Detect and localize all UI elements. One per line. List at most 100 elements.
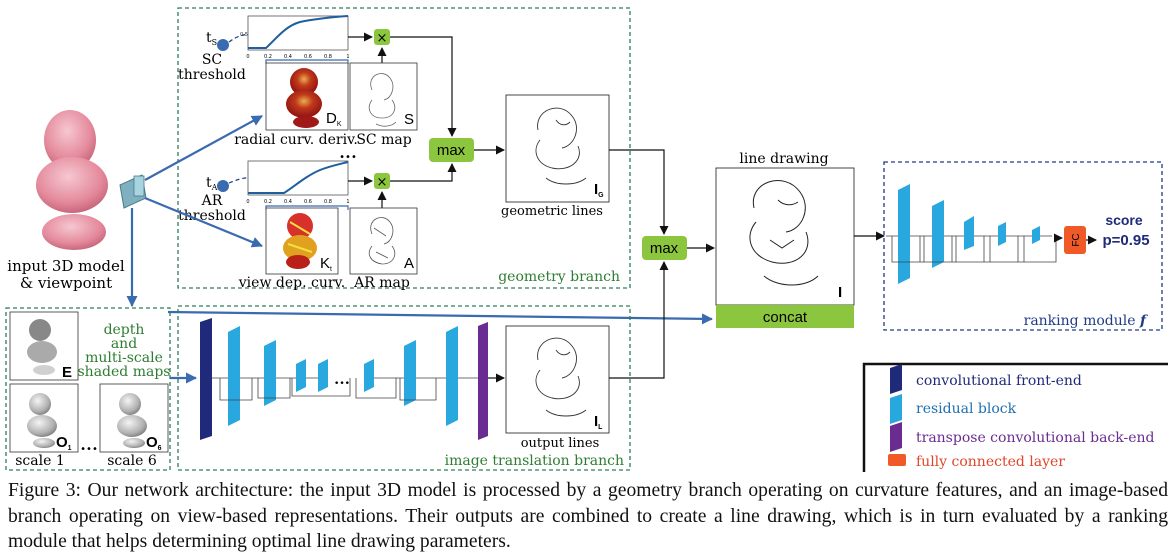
input-label-1: input 3D model — [7, 257, 125, 275]
sc-tick-3: 0.6 — [304, 54, 312, 60]
sc-tick-4: 0.8 — [324, 54, 332, 60]
e-label: E — [62, 364, 72, 381]
camera-icon — [119, 174, 147, 209]
legend-frame — [862, 362, 1168, 472]
concat-label: concat — [763, 309, 808, 326]
multiply-icon-ar: × — [377, 175, 388, 190]
legend-swatch-residual — [890, 394, 902, 424]
geometry-branch-frame — [177, 7, 631, 289]
p-value: p=0.95 — [1102, 232, 1149, 249]
geometry-dots: ••• — [339, 152, 357, 163]
s-letter: S — [404, 111, 414, 128]
ar-tick-4: 0.8 — [324, 199, 332, 205]
legend-swatch-fc — [888, 454, 906, 466]
dk-label: DK — [326, 110, 342, 128]
ranking-label: ranking module f — [1024, 313, 1149, 329]
multiply-node-ar — [374, 173, 390, 189]
ranking-frame — [883, 161, 1163, 331]
multiply-node-sc — [374, 29, 390, 45]
skip-connections — [212, 377, 478, 401]
sc-threshold-group: tS SC threshold 0.5 0 0.2 0.4 0.6 0.8 1 — [178, 15, 350, 83]
sc-map-image: S — [349, 62, 418, 131]
res-block-1 — [228, 326, 240, 426]
multiply-icon: × — [377, 31, 388, 46]
radial-curv-image: DK — [265, 62, 349, 131]
fc-label: FC — [1071, 233, 1082, 246]
depth-label-2: and — [111, 336, 137, 352]
kt-label: Kt — [320, 255, 332, 273]
merge-group: max line drawing I concat — [609, 149, 885, 379]
ar-tick-1: 0.2 — [264, 199, 272, 205]
res-block-6 — [404, 340, 416, 406]
ig-image: IG — [505, 94, 610, 203]
sc-plot-small: 0.5 — [240, 32, 248, 38]
front-end-block — [200, 318, 212, 440]
sc-tick-0: 0 — [246, 54, 249, 60]
sc-map-label: SC map — [356, 132, 411, 148]
scale6-label: scale 6 — [107, 453, 157, 469]
ig-label: IG — [594, 181, 604, 199]
rank-skip-lines — [886, 235, 1057, 263]
res-block-2 — [264, 340, 276, 406]
max-node-merge — [642, 236, 687, 260]
sc-bracket — [265, 59, 349, 64]
back-end-block — [478, 322, 488, 440]
il-image: IL — [505, 325, 610, 434]
figure-caption: Figure 3: Our network architecture: the … — [8, 480, 1168, 552]
ar-threshold-line2: threshold — [178, 208, 246, 224]
image-inputs-group: E depth and multi-scale shaded maps O1 •… — [5, 307, 171, 471]
concat-box — [716, 305, 854, 328]
rank-block-2 — [932, 200, 944, 268]
rank-block-4 — [998, 222, 1006, 246]
legend-text-back-end: transpose convolutional back-end — [916, 430, 1155, 446]
res-block-3 — [296, 359, 306, 392]
scale1-label: scale 1 — [15, 453, 65, 469]
depth-label-3: multi-scale — [85, 350, 163, 366]
rank-block-3 — [964, 216, 974, 250]
line-drawing-image: I — [715, 167, 855, 306]
ar-threshold-line1: AR — [201, 193, 223, 209]
input-label-2: & viewpoint — [20, 274, 112, 292]
depth-label-4: shaded maps — [78, 364, 171, 380]
legend-swatch-back-end — [890, 422, 902, 452]
output-lines-label: output lines — [521, 436, 600, 451]
i-label: I — [838, 284, 842, 301]
ar-tick-3: 0.6 — [304, 199, 312, 205]
line-drawing-label: line drawing — [739, 151, 828, 167]
view-dep-curv-image: Kt — [265, 207, 339, 275]
ar-tick-2: 0.4 — [284, 199, 292, 205]
fc-block — [1064, 226, 1086, 254]
sc-plot: 0.5 0 0.2 0.4 0.6 0.8 1 — [240, 15, 350, 60]
rank-block-5 — [1032, 226, 1040, 244]
legend-swatch-front-end — [890, 364, 902, 394]
legend: convolutional front-end residual block t… — [862, 362, 1168, 472]
radial-curv-label: radial curv. deriv. — [234, 132, 358, 148]
rank-block-1 — [898, 184, 910, 284]
ta-dot — [217, 180, 229, 192]
ta-label: tA — [206, 175, 218, 192]
il-label: IL — [594, 413, 603, 431]
arrow-to-viewdep — [144, 196, 263, 248]
sc-tick-2: 0.4 — [284, 54, 292, 60]
image-translation-branch: image translation branch ••• IL output l… — [177, 305, 631, 471]
a-letter: A — [404, 255, 414, 272]
ar-tick-0: 0 — [246, 199, 249, 205]
view-dep-label: view dep. curv. — [238, 275, 345, 291]
geometry-branch: geometry branch tS SC threshold 0.5 0 0.… — [177, 7, 631, 291]
sc-tick-1: 0.2 — [264, 54, 272, 60]
res-block-7 — [446, 326, 458, 426]
sc-tick-5: 1 — [346, 54, 349, 60]
max-node-merge-label: max — [650, 240, 679, 257]
o1-label: O1 — [56, 434, 72, 452]
max-node-geometry-label: max — [437, 142, 466, 159]
geometry-branch-label: geometry branch — [498, 269, 620, 285]
depth-label-1: depth — [104, 322, 145, 338]
legend-text-fc: fully connected layer — [916, 454, 1065, 470]
res-block-4 — [318, 359, 328, 392]
arrow-to-radial — [144, 115, 263, 181]
ar-plot: 0 0.2 0.4 0.6 0.8 1 — [246, 160, 350, 205]
max-node-geometry — [429, 138, 474, 162]
sc-threshold-line2: threshold — [178, 67, 246, 83]
legend-text-residual: residual block — [916, 401, 1017, 417]
o6-label: O6 — [146, 434, 162, 452]
